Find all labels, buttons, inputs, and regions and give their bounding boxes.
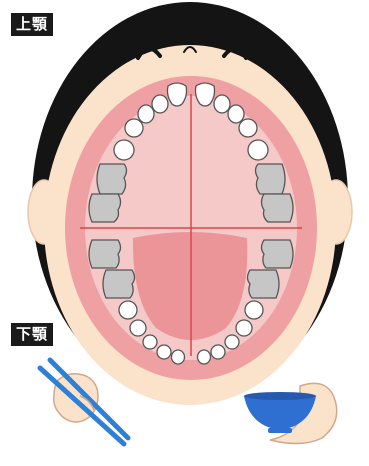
lower-tooth xyxy=(157,345,171,359)
lower-tooth xyxy=(198,350,211,364)
lower-molar xyxy=(262,240,294,268)
lower-tooth xyxy=(143,335,157,349)
upper-tooth xyxy=(239,119,257,137)
upper-molar xyxy=(256,164,286,194)
lower-molar xyxy=(89,240,121,268)
upper-tooth xyxy=(248,140,268,160)
lower-molar xyxy=(103,270,135,298)
upper-tooth xyxy=(152,95,168,113)
upper-tooth xyxy=(114,140,134,160)
upper-tooth xyxy=(125,119,143,137)
lower-tooth xyxy=(172,350,185,364)
lower-molar xyxy=(248,270,280,298)
lower-tooth xyxy=(236,320,252,336)
upper-molar xyxy=(89,194,121,222)
hand-with-bowl xyxy=(244,383,337,443)
lower-tooth xyxy=(119,301,137,319)
upper-tooth xyxy=(214,95,230,113)
upper-tooth xyxy=(228,105,244,123)
rice-bowl-foot xyxy=(268,428,292,433)
upper-molar xyxy=(262,194,294,222)
upper-tooth xyxy=(138,105,154,123)
lower-tooth xyxy=(211,345,225,359)
lower-tooth xyxy=(225,335,239,349)
rice-bowl-rim xyxy=(244,392,316,400)
upper-tooth xyxy=(196,83,215,106)
upper-tooth xyxy=(168,83,187,106)
lower-tooth xyxy=(245,301,263,319)
upper-molar xyxy=(97,164,127,194)
lower-tooth xyxy=(130,320,146,336)
